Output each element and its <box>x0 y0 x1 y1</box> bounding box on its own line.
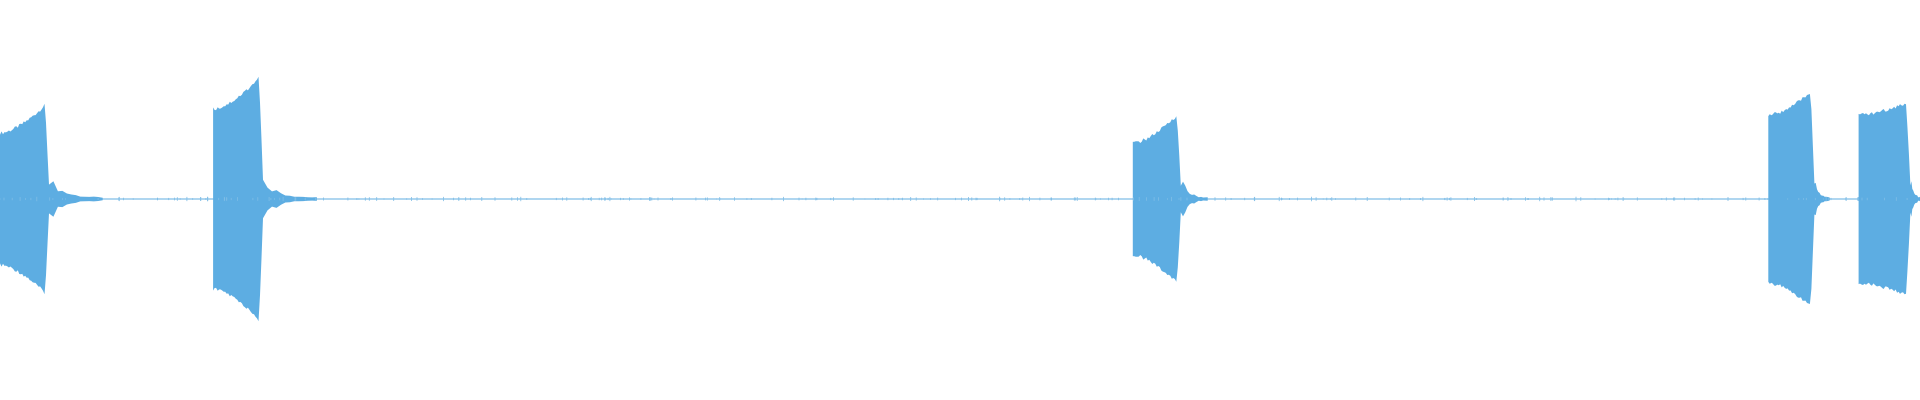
waveform-burst <box>0 103 103 295</box>
waveform-burst <box>213 76 317 322</box>
waveform-burst <box>1858 103 1920 295</box>
waveform-bursts <box>0 76 1920 322</box>
waveform-burst <box>1132 116 1208 282</box>
